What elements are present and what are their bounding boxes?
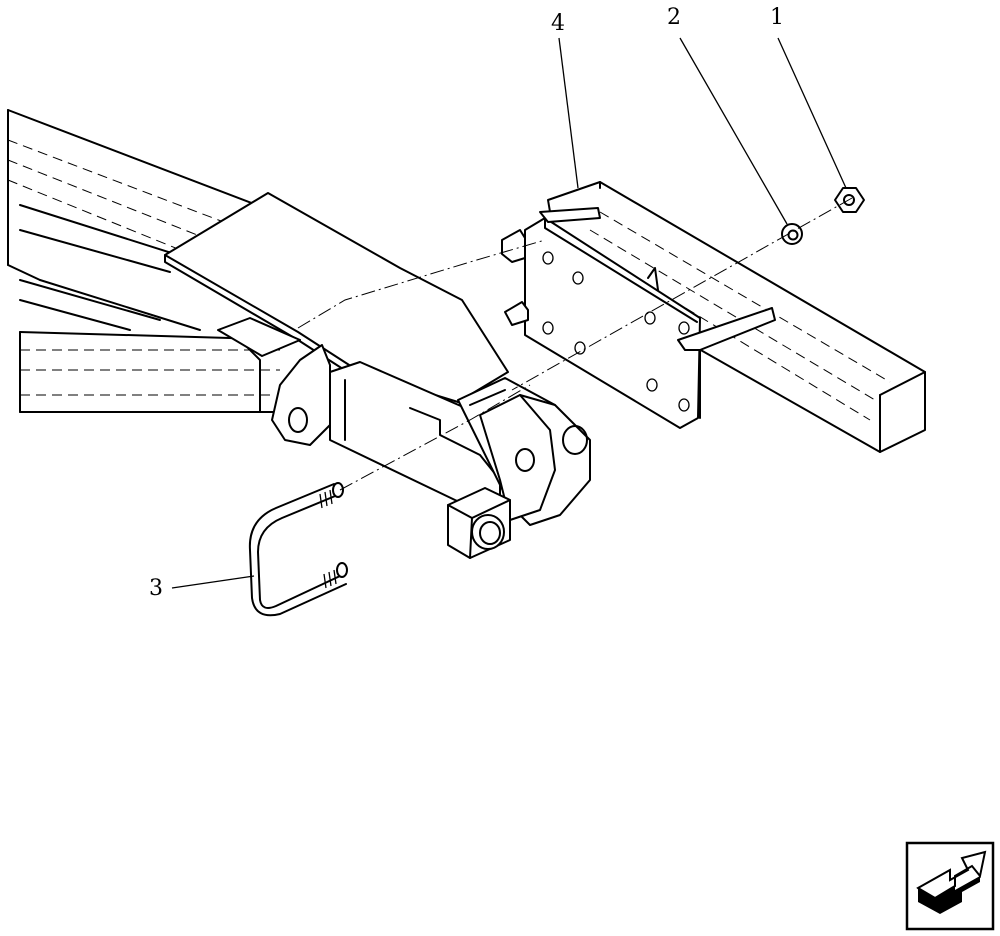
leader-4: [558, 37, 579, 189]
leader-1: [777, 37, 847, 189]
center-lines: [297, 197, 853, 491]
callout-3: 3: [149, 576, 163, 601]
frame-assembly: [7, 109, 591, 559]
mounting-bracket: [501, 181, 926, 453]
leader-2: [679, 37, 788, 225]
next-page-arrow-icon[interactable]: [905, 841, 995, 931]
leader-3: [171, 575, 255, 589]
leader-lines: [171, 37, 847, 589]
callout-4: 4: [551, 11, 565, 36]
callout-1: 1: [770, 5, 784, 30]
u-bolt: [248, 482, 348, 617]
lock-washer: [781, 223, 803, 245]
hex-nut: [834, 187, 865, 213]
callout-2: 2: [667, 5, 681, 30]
